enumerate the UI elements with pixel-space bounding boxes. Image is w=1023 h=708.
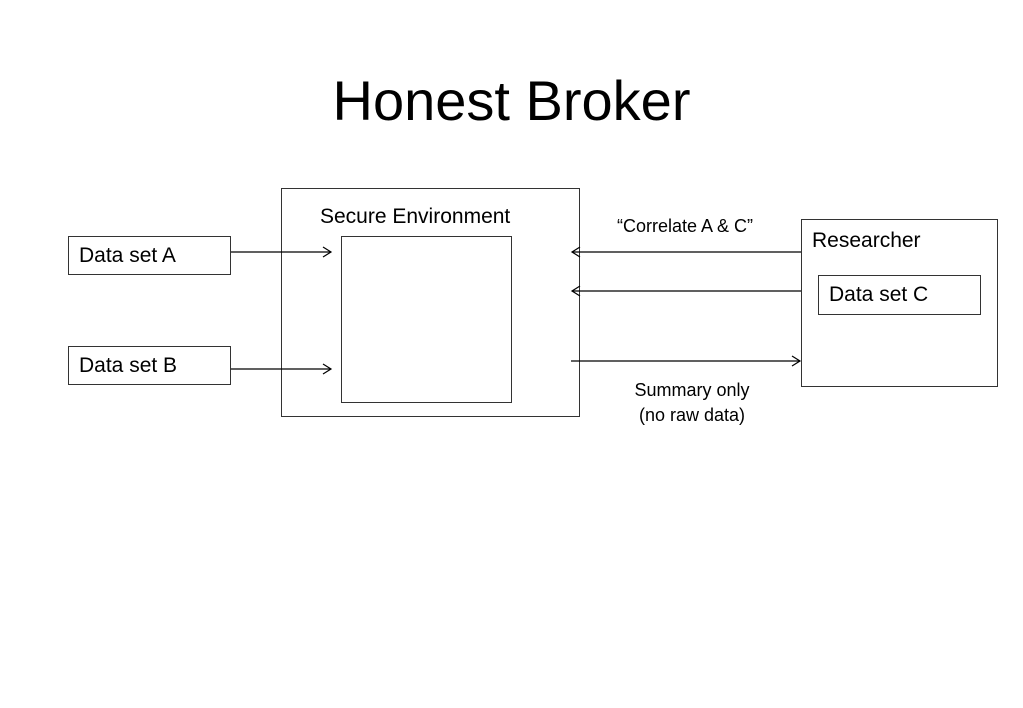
data-set-c-label: Data set C (829, 283, 929, 306)
data-set-a-box: Data set A (68, 236, 231, 275)
arrow-request-to-secure-head (570, 246, 581, 258)
arrow-data-c-to-secure-head (570, 285, 581, 297)
data-set-c-box: Data set C (818, 275, 981, 315)
researcher-box: Researcher Data set C (801, 219, 998, 387)
arrow-a-to-secure-head (322, 246, 333, 258)
page-title: Honest Broker (332, 69, 691, 132)
response-label-line1: Summary only (634, 380, 750, 400)
data-set-a-label: Data set A (79, 244, 176, 267)
arrow-summary-to-researcher-head (791, 355, 802, 367)
researcher-label: Researcher (812, 229, 921, 252)
secure-environment-label: Secure Environment (320, 205, 511, 228)
request-label: “Correlate A & C” (616, 216, 754, 236)
data-set-b-box: Data set B (68, 346, 231, 385)
data-set-b-label: Data set B (79, 354, 178, 377)
secure-environment-box: Secure Environment (281, 188, 580, 417)
secure-environment-inner-box (341, 236, 512, 403)
arrow-b-to-secure-head (322, 363, 333, 375)
response-label-line2: (no raw data) (638, 405, 746, 425)
